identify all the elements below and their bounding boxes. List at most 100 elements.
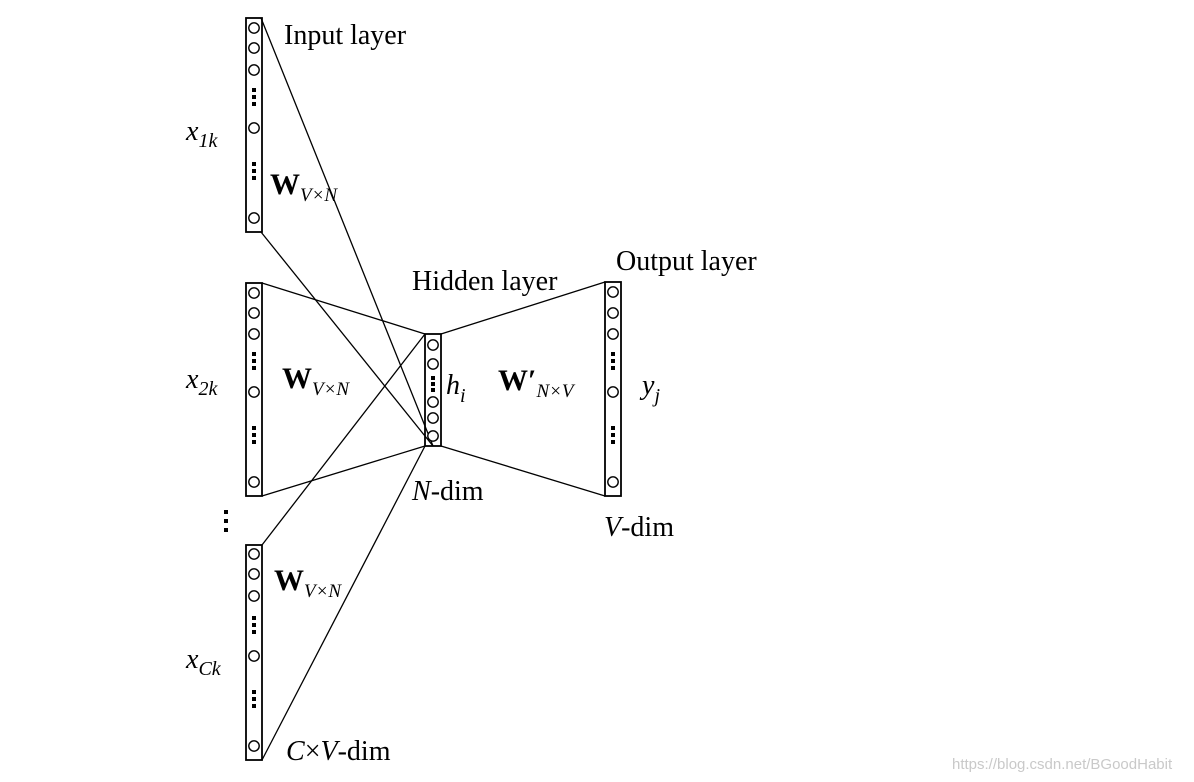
between-inputs-dots-1 [224,519,228,523]
input1-dots-a-0 [252,88,256,92]
output-dots-b-0 [611,426,615,430]
x2k-base: x [186,364,199,395]
w-nxv-sub: N×V [536,381,574,402]
xck-label: xCk [186,644,221,680]
w-vxn-label-3: WV×N [274,564,341,602]
v-dim-label: V-dim [604,514,674,542]
conn-input2-bottom [261,445,426,497]
input2-box [245,282,263,497]
hidden-box [424,333,442,447]
input1-dots-a-1 [252,95,256,99]
input2-dots-a-2 [252,366,256,370]
x1k-sub: 1k [198,130,218,152]
watermark: https://blog.csdn.net/BGoodHabit [952,756,1173,773]
input1-dots-b-0 [252,162,256,166]
input2-node-3 [248,386,260,398]
w-vxn-base-3: W [274,564,304,597]
output-node-3 [607,386,619,398]
input1-dots-a-2 [252,102,256,106]
cv-dim-v: V [320,736,338,767]
hidden-dots-0 [431,376,435,380]
conn-input1-bottom [260,231,434,447]
v-dim-suffix: -dim [621,512,674,543]
n-dim-label: N-dim [412,478,484,506]
input2-dots-a-1 [252,359,256,363]
hi-label: hi [446,370,466,407]
inputc-box [245,544,263,761]
input1-dots-b-2 [252,176,256,180]
x1k-base: x [186,116,199,147]
w-nxv-base: W′ [498,364,537,397]
input2-dots-b-0 [252,426,256,430]
hidden-node-0 [427,339,439,351]
input1-node-1 [248,42,260,54]
input2-dots-b-1 [252,433,256,437]
inputc-node-3 [248,650,260,662]
hidden-node-4 [427,430,439,442]
input-layer-label: Input layer [284,20,407,51]
output-dots-a-0 [611,352,615,356]
input1-box [245,17,263,233]
input1-node-4 [248,212,260,224]
output-node-4 [607,476,619,488]
inputc-node-0 [248,548,260,560]
w-vxn-label-1: WV×N [270,168,337,206]
w-vxn-sub-2: V×N [312,379,350,400]
inputc-dots-b-2 [252,704,256,708]
xck-base: x [186,644,199,675]
input1-node-0 [248,22,260,34]
x2k-sub: 2k [198,378,218,400]
hidden-dots-1 [431,382,435,386]
w-vxn-label-2: WV×N [282,362,349,400]
input1-dots-b-1 [252,169,256,173]
conn-input2-top [261,282,426,335]
yj-sub: j [654,385,660,407]
cv-dim-times: × [304,736,321,767]
hi-base: h [446,370,460,401]
output-dots-b-2 [611,440,615,444]
yj-base: y [642,370,655,401]
cv-dim-suffix: -dim [337,736,391,767]
w-vxn-sub-1: V×N [300,185,338,206]
hidden-layer-label: Hidden layer [412,266,558,297]
inputc-dots-a-0 [252,616,256,620]
input2-dots-a-0 [252,352,256,356]
output-dots-b-1 [611,433,615,437]
inputc-node-1 [248,568,260,580]
cv-dim-label: C×V-dim [286,738,390,766]
between-inputs-dots-2 [224,528,228,532]
x2k-label: x2k [186,364,217,400]
input2-node-1 [248,307,260,319]
inputc-dots-a-1 [252,623,256,627]
inputc-dots-b-1 [252,697,256,701]
input2-dots-b-2 [252,440,256,444]
cv-dim-c: C [286,736,305,767]
inputc-node-2 [248,590,260,602]
hidden-dots-2 [431,388,435,392]
output-node-2 [607,328,619,340]
hidden-node-1 [427,358,439,370]
w-vxn-sub-3: V×N [304,581,342,602]
conn-output-top [440,281,606,335]
hi-sub: i [460,385,466,407]
v-dim-var: V [604,512,622,543]
hidden-node-3 [427,412,439,424]
output-node-0 [607,286,619,298]
n-dim-var: N [412,476,431,507]
input2-node-4 [248,476,260,488]
input2-node-2 [248,328,260,340]
output-layer-label: Output layer [616,246,757,277]
between-inputs-dots-0 [224,510,228,514]
output-dots-a-2 [611,366,615,370]
w-vxn-base-2: W [282,362,312,395]
input1-node-3 [248,122,260,134]
output-dots-a-1 [611,359,615,363]
conn-inputc-top [261,333,426,546]
w-vxn-base-1: W [270,168,300,201]
n-dim-suffix: -dim [430,476,484,507]
inputc-dots-b-0 [252,690,256,694]
conn-input1-top [260,17,434,447]
conn-inputc-bottom [261,445,426,761]
output-box [604,281,622,497]
